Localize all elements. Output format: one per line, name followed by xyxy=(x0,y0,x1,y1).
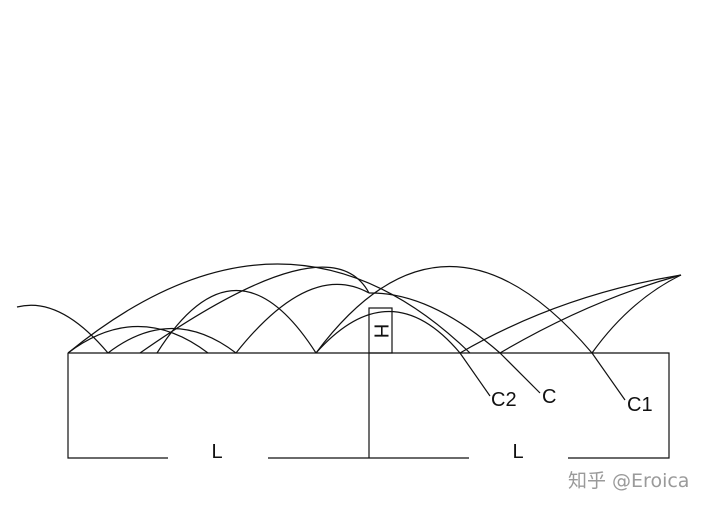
watermark: 知乎 @Eroica xyxy=(568,470,689,492)
arc-large-2 xyxy=(139,266,370,354)
leader-c1 xyxy=(591,352,626,401)
label-height: H xyxy=(370,324,392,338)
arc-big-right xyxy=(315,265,593,354)
arc-large-3 xyxy=(315,310,461,354)
label-c: C xyxy=(542,386,556,408)
label-c1: C1 xyxy=(627,394,653,416)
curve-right-1 xyxy=(459,274,682,354)
height-post xyxy=(368,307,393,354)
arc-mid-1 xyxy=(156,289,317,354)
leader-c2 xyxy=(459,352,491,397)
arc-large-1 xyxy=(67,263,471,354)
arc-small-1 xyxy=(67,326,209,354)
label-length-right: L xyxy=(512,441,523,463)
curve-right-3 xyxy=(591,274,682,354)
label-c2: C2 xyxy=(491,389,517,411)
arc-mid-2 xyxy=(235,283,370,354)
arc-small-2 xyxy=(107,328,237,354)
arc-start xyxy=(16,304,109,354)
leader-c xyxy=(499,352,541,394)
curve-right-2 xyxy=(499,274,682,354)
label-length-left: L xyxy=(211,441,222,463)
right-box xyxy=(369,352,670,459)
